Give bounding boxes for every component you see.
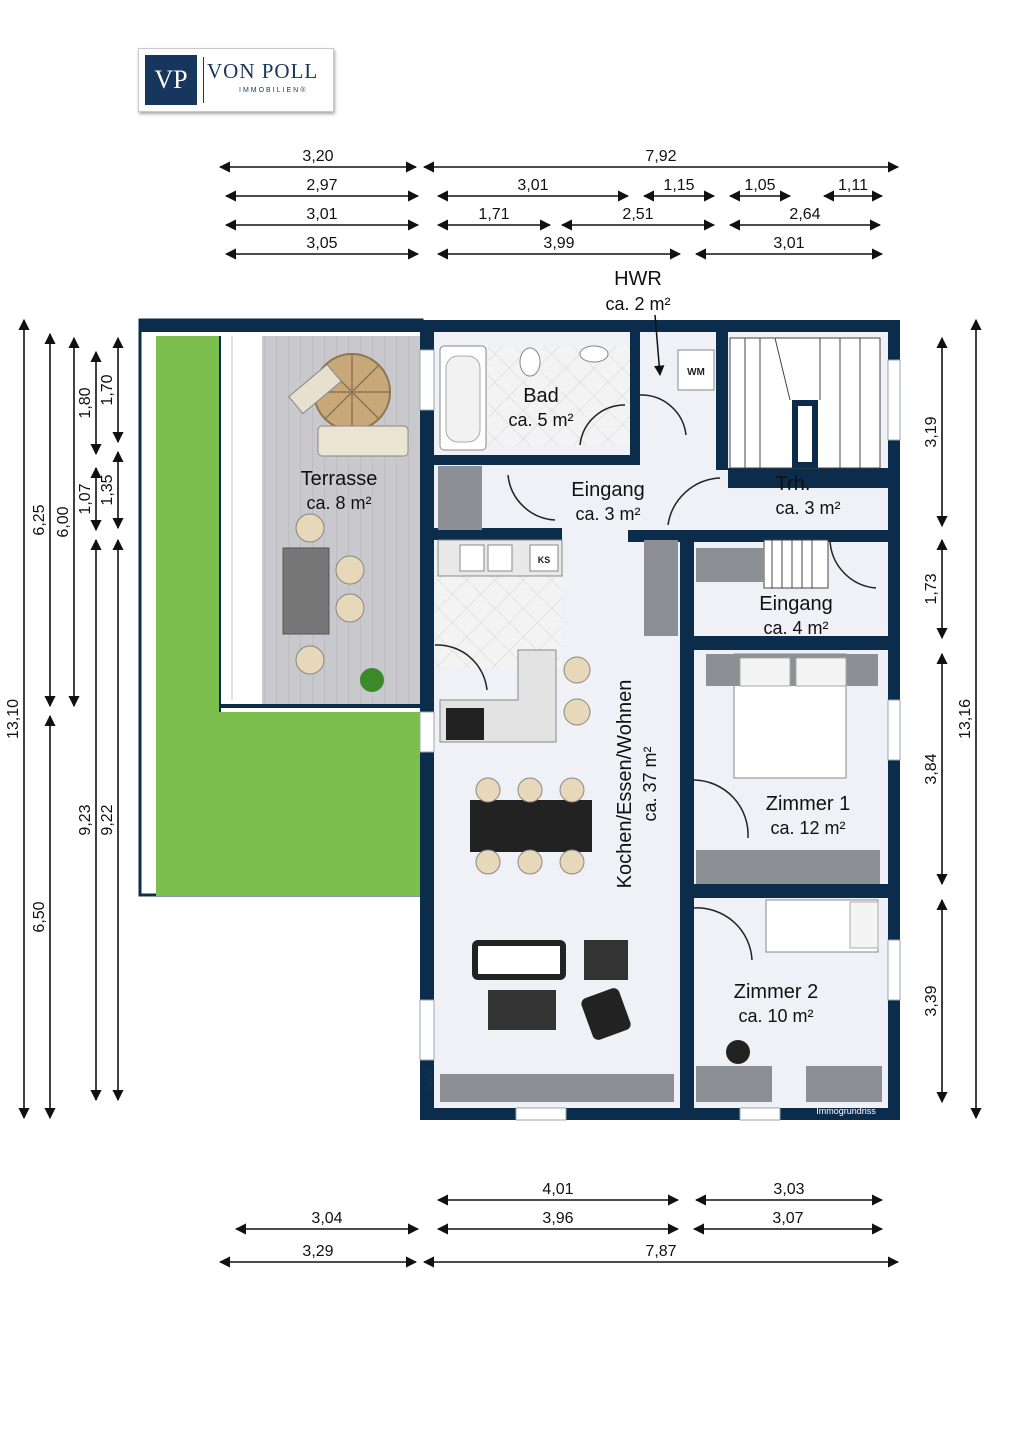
dimension-label: 6,00 — [55, 506, 72, 537]
room-hwr-area: ca. 2 m² — [605, 294, 670, 314]
dimension-label: 3,20 — [302, 148, 333, 165]
sink-icon — [579, 345, 609, 363]
dimension-label: 1,05 — [744, 177, 775, 194]
room-bad-name: Bad — [523, 385, 559, 407]
dimension-label: 9,22 — [99, 804, 116, 835]
sideboard-icon — [438, 466, 882, 1102]
dimension-label: 3,01 — [773, 235, 804, 252]
windows — [419, 349, 901, 1121]
doors — [434, 394, 877, 961]
dimension-label: 13,10 — [5, 699, 22, 739]
dimension-label: 1,73 — [923, 573, 940, 604]
toilet-icon — [519, 347, 541, 377]
dimension-label: 1,07 — [77, 483, 94, 514]
dimension-label: 3,19 — [923, 416, 940, 447]
room-terrasse-name: Terrasse — [301, 468, 378, 490]
room-eingang2-area: ca. 4 m² — [763, 618, 828, 638]
watermark-label: Immogrundriss — [816, 1106, 876, 1116]
room-zimmer2-area: ca. 10 m² — [738, 1006, 813, 1026]
dimension-label: 7,92 — [645, 148, 676, 165]
dimension-label: 3,29 — [302, 1243, 333, 1260]
room-zimmer2-name: Zimmer 2 — [734, 981, 818, 1003]
dimension-label: 4,01 — [542, 1181, 573, 1198]
room-eingang1-area: ca. 3 m² — [575, 504, 640, 524]
dimension-label: 3,99 — [543, 235, 574, 252]
dimension-label: 6,25 — [31, 504, 48, 535]
room-bad-area: ca. 5 m² — [508, 410, 573, 430]
dimension-label: 2,64 — [789, 206, 820, 223]
fridge-label: KS — [538, 555, 551, 565]
dimension-label: 13,16 — [957, 699, 974, 739]
room-terrasse-area: ca. 8 m² — [306, 493, 371, 513]
dimension-label: 1,15 — [663, 177, 694, 194]
washing-machine-icon: WM — [677, 349, 715, 391]
dimension-label: 3,01 — [306, 206, 337, 223]
brand-logo: VP VON POLL IMMOBILIEN® — [138, 48, 334, 112]
logo-tagline: IMMOBILIEN® — [239, 87, 308, 94]
dimension-label: 9,23 — [77, 804, 94, 835]
dimension-label: 2,97 — [306, 177, 337, 194]
dimension-label: 1,70 — [99, 374, 116, 405]
bed-icon — [706, 653, 879, 953]
bathtub-icon — [439, 345, 487, 451]
room-treppe-area: ca. 3 m² — [775, 498, 840, 518]
dimension-label: 3,04 — [311, 1210, 342, 1227]
room-hwr-name: HWR — [614, 268, 662, 290]
dimension-label: 3,96 — [542, 1210, 573, 1227]
stamp-label: VON POLL — [428, 1067, 434, 1092]
room-zimmer1-area: ca. 12 m² — [770, 818, 845, 838]
dining-table-icon — [470, 777, 592, 875]
room-eingang1-name: Eingang — [571, 479, 644, 501]
dimension-label: 3,03 — [773, 1181, 804, 1198]
dimension-label: 3,39 — [923, 985, 940, 1016]
dimension-label: 1,11 — [838, 177, 868, 194]
sofa-icon — [472, 940, 631, 1040]
dimension-label: 1,80 — [77, 387, 94, 418]
sun-lounger-icon — [288, 363, 409, 457]
dimension-label: 6,50 — [31, 901, 48, 932]
room-labels: HWR ca. 2 m² Bad ca. 5 m² Terrasse ca. 8… — [301, 268, 877, 1116]
dimension-label: 3,84 — [923, 753, 940, 784]
dimension-label: 3,01 — [517, 177, 548, 194]
room-treppe-name: Trh. — [776, 473, 811, 495]
logo-divider — [203, 57, 204, 103]
dimension-label: 3,07 — [772, 1210, 803, 1227]
room-zimmer1-name: Zimmer 1 — [766, 793, 850, 815]
dimension-label: 1,35 — [99, 474, 116, 505]
dimension-lines: 3,20 7,92 2,97 3,01 1,15 1,05 1,11 3,01 1,71 2,51… — [5, 148, 982, 1268]
dimension-label: 7,87 — [645, 1243, 676, 1260]
room-eingang2-name: Eingang — [759, 593, 832, 615]
room-kochen-area: ca. 37 m² — [640, 746, 660, 821]
dimension-label: 2,51 — [622, 206, 653, 223]
kitchen-counter: KS — [437, 539, 591, 743]
room-kochen-name: Kochen/Essen/Wohnen — [614, 680, 636, 889]
desk-icon — [696, 1040, 772, 1102]
logo-monogram: VP — [145, 55, 197, 105]
staircase-icon — [729, 337, 881, 589]
patio-table-icon — [282, 513, 365, 675]
washing-machine-label: WM — [687, 367, 705, 378]
logo-brand-name: VON POLL — [207, 59, 319, 83]
dimension-label: 1,71 — [478, 206, 509, 223]
dimension-label: 3,05 — [306, 235, 337, 252]
